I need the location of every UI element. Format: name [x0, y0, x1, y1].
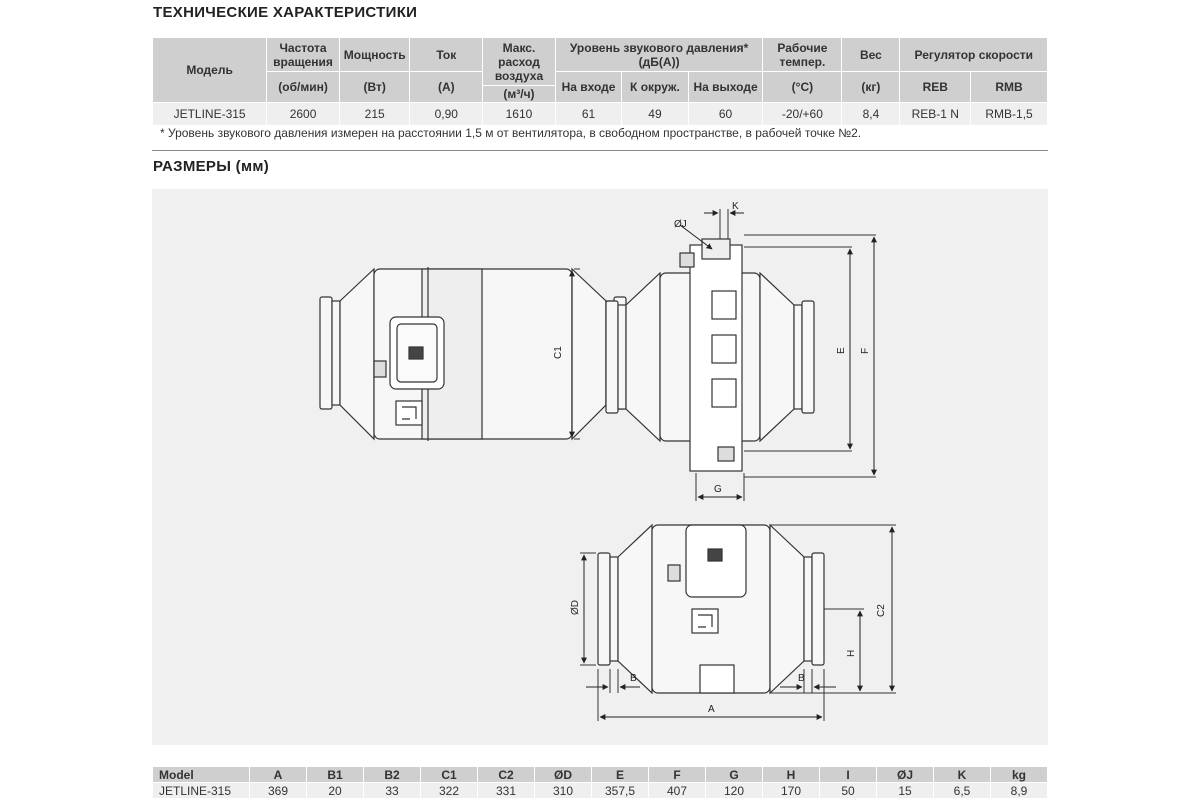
dimension-j: ØJ: [674, 219, 713, 250]
fan-top-view: [597, 523, 825, 695]
cell-reb: REB-1 N: [899, 102, 972, 126]
dim-header-11: I: [819, 766, 877, 783]
fan-front-view: [605, 238, 815, 472]
label-k: K: [732, 201, 739, 212]
dim-header-1: A: [249, 766, 307, 783]
dim-cell-4: 322: [420, 782, 478, 799]
label-g: G: [714, 484, 722, 495]
dim-cell-10: 170: [762, 782, 820, 799]
dimension-g: G: [695, 473, 745, 501]
cell-model: JETLINE-315: [151, 102, 268, 126]
label-b1: B: [630, 673, 637, 684]
cell-sound-out: 60: [687, 102, 764, 126]
label-c2: C2: [876, 604, 887, 617]
dim-header-0: Model: [152, 766, 250, 783]
dim-cell-7: 357,5: [591, 782, 649, 799]
section-divider: [152, 150, 1048, 151]
th-temp-unit: (°C): [762, 71, 843, 103]
dim-header-10: H: [762, 766, 820, 783]
label-c1: C1: [553, 346, 564, 359]
dim-header-12: ØJ: [876, 766, 934, 783]
label-a: A: [708, 704, 715, 715]
dimensions-title: РАЗМЕРЫ (мм): [153, 158, 270, 175]
th-reb: REB: [899, 71, 972, 103]
dim-cell-9: 120: [705, 782, 763, 799]
th-airflow-unit: (м³/ч): [482, 85, 556, 103]
dim-cell-12: 15: [876, 782, 934, 799]
cell-speed: 2600: [266, 102, 340, 126]
dim-cell-3: 33: [363, 782, 421, 799]
th-regulator: Регулятор скорости: [899, 37, 1048, 72]
dim-header-2: B1: [306, 766, 364, 783]
cell-weight: 8,4: [841, 102, 901, 126]
cell-airflow: 1610: [482, 102, 556, 126]
label-b2: B: [798, 673, 805, 684]
cell-rmb: RMB-1,5: [970, 102, 1048, 126]
dimension-h: H: [824, 608, 864, 692]
sound-footnote: * Уровень звукового давления измерен на …: [160, 126, 862, 140]
dimension-f: F: [744, 234, 877, 478]
dim-cell-2: 20: [306, 782, 364, 799]
dim-header-13: K: [933, 766, 991, 783]
tech-specs-title: ТЕХНИЧЕСКИЕ ХАРАКТЕРИСТИКИ: [153, 4, 418, 21]
dim-header-14: kg: [990, 766, 1048, 783]
dimension-d: ØD: [570, 552, 596, 666]
th-temp: Рабочие темпер.: [762, 37, 843, 72]
dimension-drawing: C1 E F: [152, 189, 1048, 745]
th-power-unit: (Вт): [338, 71, 411, 103]
dim-header-6: ØD: [534, 766, 592, 783]
th-rmb: RMB: [970, 71, 1048, 103]
dimension-b2: B: [780, 669, 836, 693]
dimension-b1: B: [586, 669, 640, 693]
dim-header-8: F: [648, 766, 706, 783]
dim-header-3: B2: [363, 766, 421, 783]
label-f: F: [860, 348, 871, 354]
dimension-k: K: [704, 201, 744, 239]
dim-cell-8: 407: [648, 782, 706, 799]
dim-header-9: G: [705, 766, 763, 783]
th-power: Мощность: [338, 37, 411, 72]
dimension-c2: C2: [770, 524, 896, 694]
th-current-unit: (A): [409, 71, 484, 103]
label-j: ØJ: [674, 219, 687, 230]
th-weight-unit: (кг): [841, 71, 901, 103]
th-sound-out: На выходе: [687, 71, 764, 103]
th-current: Ток: [409, 37, 484, 72]
th-sound-env: К окруж.: [621, 71, 689, 103]
label-h: H: [846, 650, 857, 657]
dimension-c1: C1: [553, 268, 580, 440]
th-airflow: Макс. расход воздуха: [482, 37, 556, 86]
th-speed-unit: (об/мин): [266, 71, 340, 103]
dimension-a: A: [597, 669, 825, 721]
dim-cell-6: 310: [534, 782, 592, 799]
th-sound: Уровень звукового давления* (дБ(A)): [554, 37, 764, 72]
th-model: Модель: [151, 37, 268, 103]
dim-cell-5: 331: [477, 782, 535, 799]
tech-specs-table: Модель Частота вращения Мощность Ток Мак…: [151, 37, 1048, 126]
cell-sound-env: 49: [621, 102, 689, 126]
dim-cell-1: 369: [249, 782, 307, 799]
fan-side-view: [319, 267, 627, 441]
dim-cell-0: JETLINE-315: [152, 782, 250, 799]
cell-current: 0,90: [409, 102, 484, 126]
dim-cell-13: 6,5: [933, 782, 991, 799]
dim-cell-11: 50: [819, 782, 877, 799]
dim-header-4: C1: [420, 766, 478, 783]
dimension-e: E: [744, 246, 853, 452]
th-weight: Вес: [841, 37, 901, 72]
th-sound-in: На входе: [554, 71, 623, 103]
cell-sound-in: 61: [554, 102, 623, 126]
label-d: ØD: [570, 600, 581, 615]
cell-power: 215: [338, 102, 411, 126]
cell-temp: -20/+60: [762, 102, 843, 126]
dim-header-7: E: [591, 766, 649, 783]
dim-header-5: C2: [477, 766, 535, 783]
dim-cell-14: 8,9: [990, 782, 1048, 799]
th-speed: Частота вращения: [266, 37, 340, 72]
label-e: E: [836, 347, 847, 354]
